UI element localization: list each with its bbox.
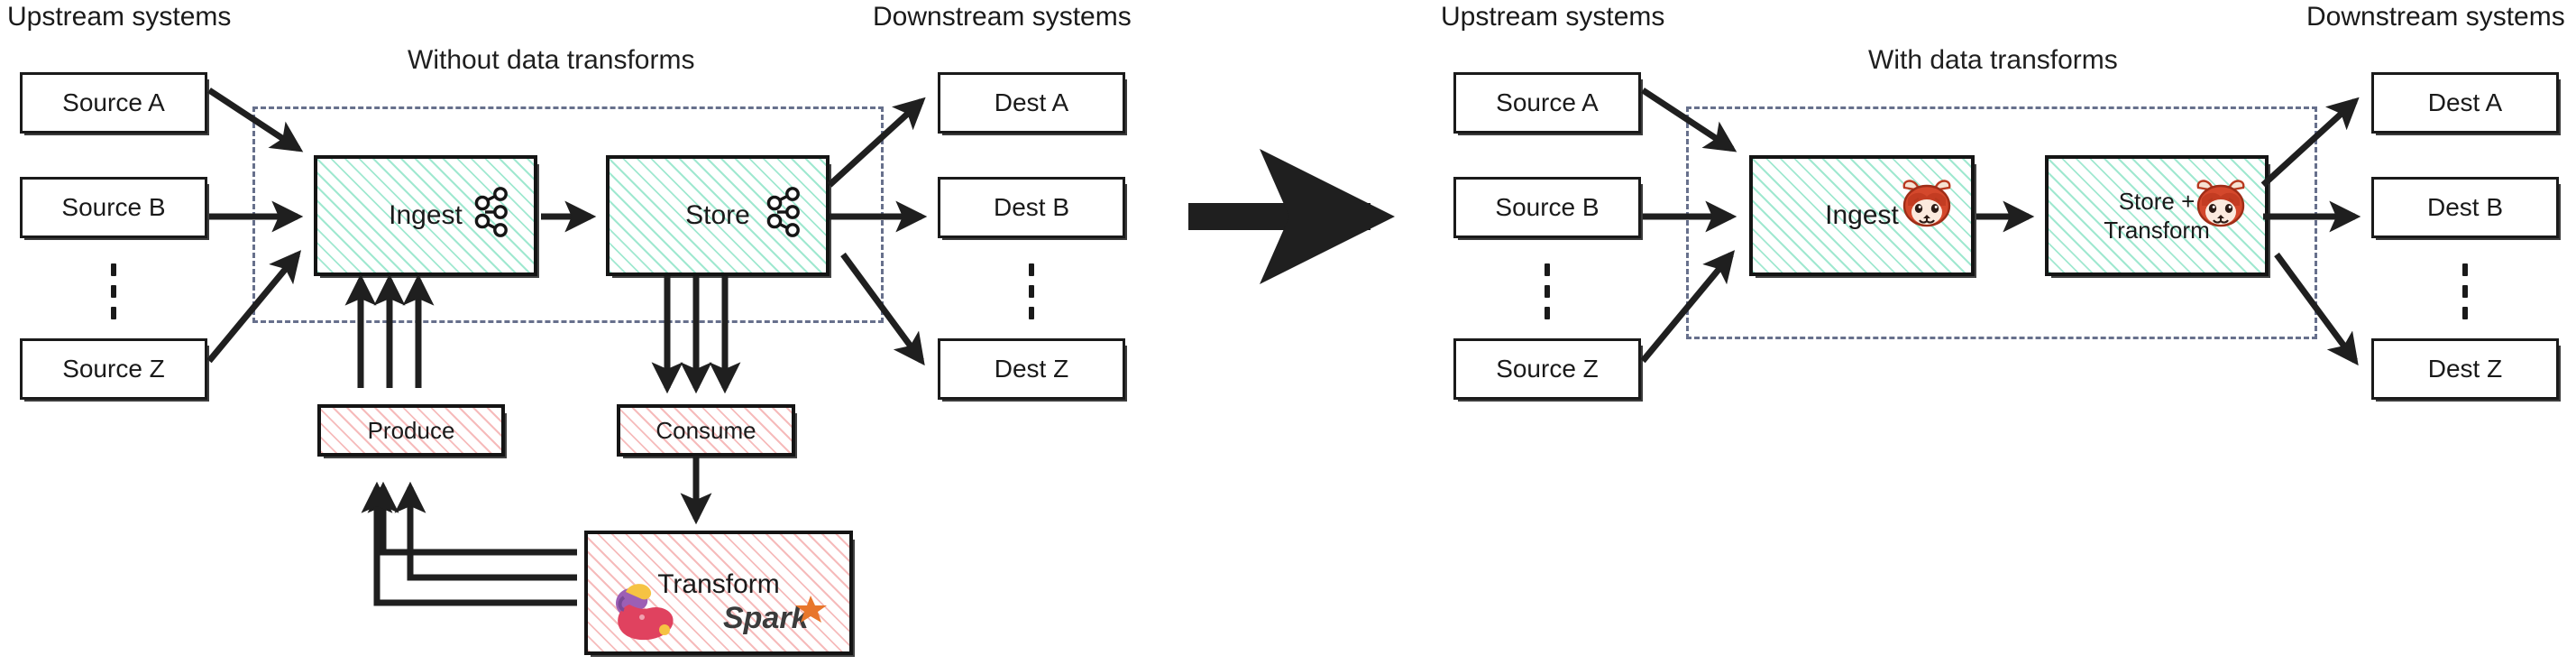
dest-label: Dest B	[2426, 193, 2504, 221]
transform-box[interactable]: Transform Spark	[584, 531, 855, 657]
right-upstream-label: Upstream systems	[1441, 2, 1665, 32]
source-box-z[interactable]: Source Z	[1453, 338, 1643, 402]
redpanda-icon	[1902, 180, 1951, 227]
ingest-box-redpanda[interactable]: Ingest	[1749, 155, 1976, 278]
right-sources-ellipsis-icon	[1544, 263, 1551, 319]
right-group-title: With data transforms	[1868, 45, 2118, 75]
dest-box-z[interactable]: Dest Z	[938, 338, 1127, 402]
dest-box-a[interactable]: Dest A	[2371, 72, 2561, 135]
apache-flink-icon	[616, 584, 674, 641]
source-box-a[interactable]: Source A	[1453, 72, 1643, 135]
source-box-b[interactable]: Source B	[20, 177, 209, 240]
ingest-box-kafka[interactable]: Ingest	[314, 155, 539, 278]
source-box-z[interactable]: Source Z	[20, 338, 209, 402]
apache-kafka-icon	[766, 187, 800, 237]
store-label: Store	[685, 200, 750, 230]
source-label: Source A	[1496, 88, 1599, 116]
store-transform-label-line1: Store +	[2118, 187, 2196, 215]
left-sources-ellipsis-icon	[110, 263, 117, 319]
dest-box-b[interactable]: Dest B	[938, 177, 1127, 240]
left-upstream-label: Upstream systems	[7, 2, 232, 32]
store-box-kafka[interactable]: Store	[606, 155, 831, 278]
dest-label: Dest Z	[2427, 355, 2503, 383]
dest-box-z[interactable]: Dest Z	[2371, 338, 2561, 402]
ingest-label: Ingest	[389, 200, 463, 230]
produce-box[interactable]: Produce	[317, 404, 507, 458]
left-group-title: Without data transforms	[408, 45, 695, 75]
source-box-a[interactable]: Source A	[20, 72, 209, 135]
consume-label: Consume	[655, 416, 756, 444]
ingest-label: Ingest	[1825, 200, 1899, 230]
dest-label: Dest A	[2427, 88, 2503, 116]
source-box-b[interactable]: Source B	[1453, 177, 1643, 240]
source-label: Source B	[61, 193, 166, 221]
consume-box[interactable]: Consume	[617, 404, 797, 458]
apache-kafka-icon	[474, 187, 508, 237]
store-transform-box-redpanda[interactable]: Store + Transform	[2045, 155, 2270, 278]
left-dests-ellipsis-icon	[1028, 263, 1035, 319]
apache-spark-icon: Spark	[723, 596, 827, 635]
dest-label: Dest Z	[994, 355, 1069, 383]
dest-box-a[interactable]: Dest A	[938, 72, 1127, 135]
right-pipeline-boundary	[1686, 106, 2317, 339]
source-label: Source Z	[1496, 355, 1599, 383]
source-label: Source Z	[62, 355, 165, 383]
left-downstream-label: Downstream systems	[873, 2, 1132, 32]
store-transform-label-line2: Transform	[2104, 217, 2210, 244]
svg-text:Spark: Spark	[723, 601, 811, 635]
dest-box-b[interactable]: Dest B	[2371, 177, 2561, 240]
transform-label: Transform	[657, 569, 780, 599]
source-label: Source A	[62, 88, 165, 116]
redpanda-icon	[2196, 180, 2245, 227]
right-dests-ellipsis-icon	[2461, 263, 2469, 319]
dest-label: Dest B	[993, 193, 1070, 221]
produce-label: Produce	[367, 416, 455, 444]
source-label: Source B	[1495, 193, 1600, 221]
dest-label: Dest A	[994, 88, 1069, 116]
right-downstream-label: Downstream systems	[2306, 2, 2565, 32]
